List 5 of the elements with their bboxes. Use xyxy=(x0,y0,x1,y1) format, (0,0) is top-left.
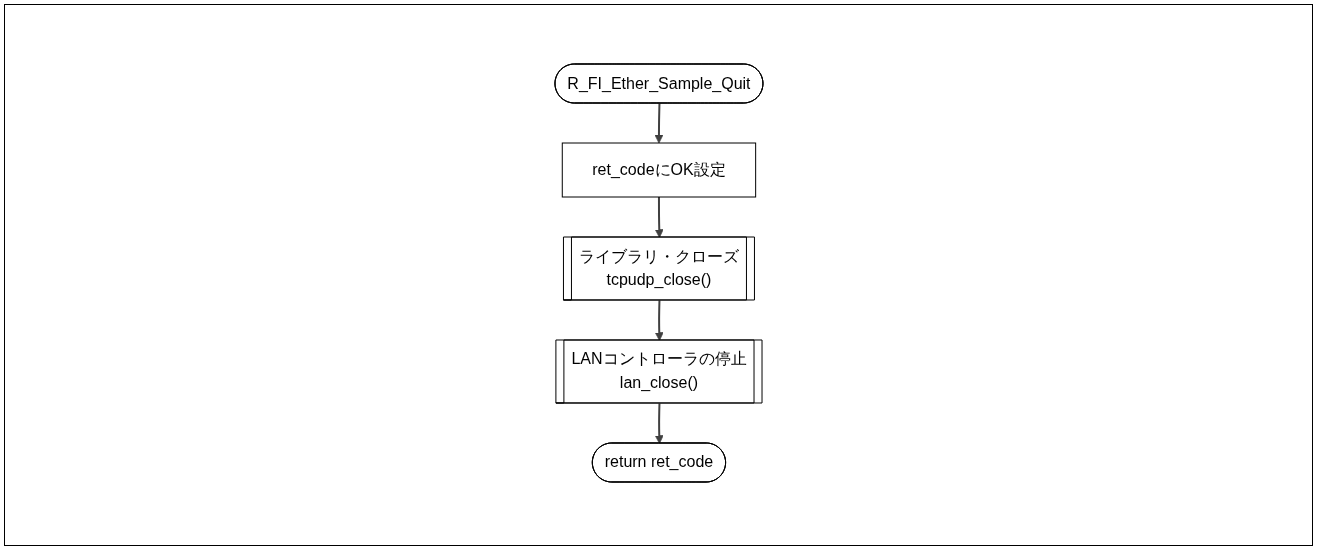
arrow xyxy=(654,402,664,444)
arrow xyxy=(654,196,664,238)
node-box: ret_codeにOK設定 xyxy=(561,142,756,198)
arrow xyxy=(654,102,663,144)
arrow xyxy=(654,299,664,341)
